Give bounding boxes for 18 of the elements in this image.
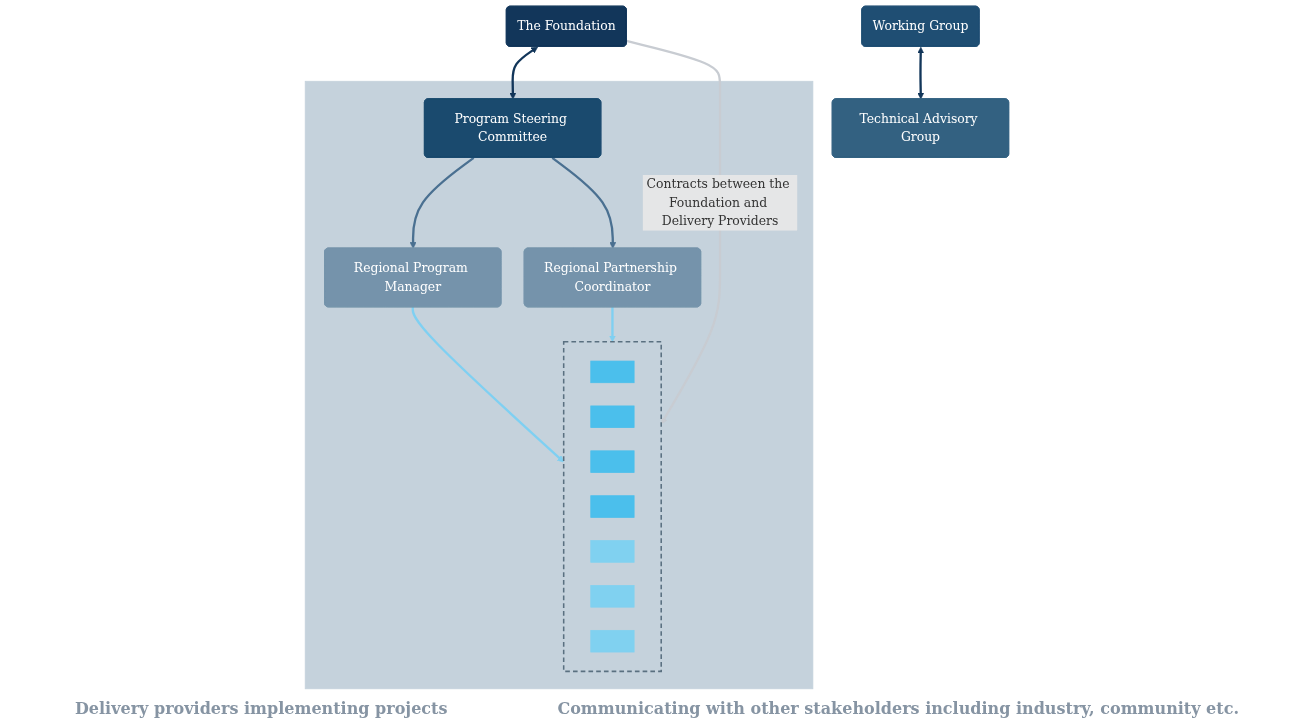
arrow xyxy=(609,306,616,342)
arrow xyxy=(551,156,617,249)
node-box xyxy=(590,495,635,518)
node-box xyxy=(590,630,635,653)
node-box xyxy=(590,360,635,384)
node-box xyxy=(590,405,635,428)
arrow xyxy=(409,156,475,249)
arrow xyxy=(626,39,722,425)
group-caption: Delivery providers implementing projects xyxy=(75,699,448,718)
arrow xyxy=(917,46,925,100)
cluster xyxy=(304,80,814,690)
node-box xyxy=(590,540,635,563)
node-box xyxy=(590,585,635,608)
arrow xyxy=(509,46,539,100)
cluster xyxy=(562,340,663,673)
group-caption: Communicating with other stakeholders including industry, community etc. xyxy=(557,699,1239,718)
edge-label: Contracts between the Foundation and Delivery Providers xyxy=(646,176,790,229)
node-box xyxy=(590,450,635,473)
